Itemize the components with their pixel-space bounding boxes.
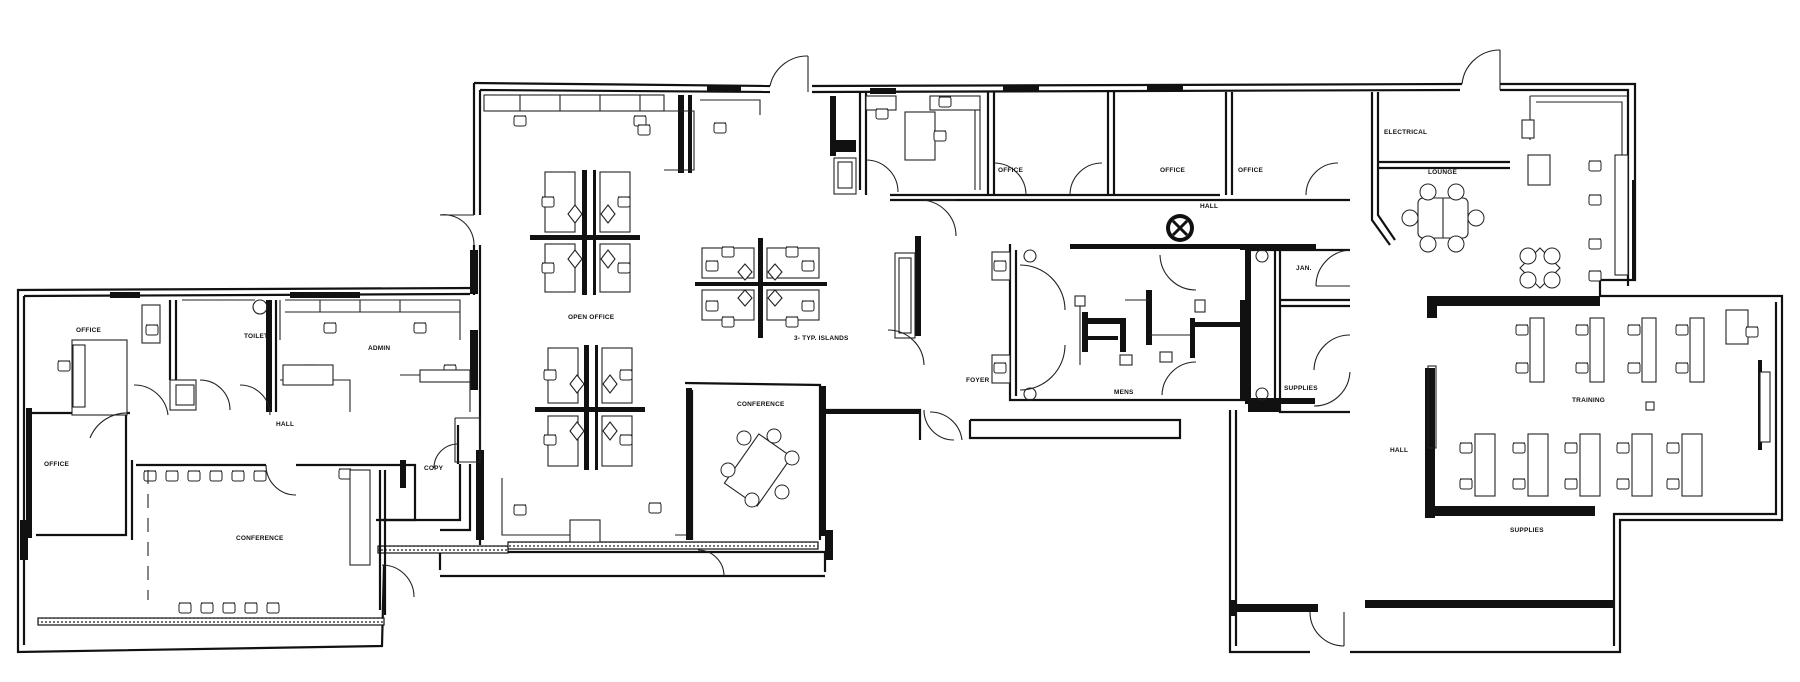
label-training: TRAINING <box>1572 397 1605 404</box>
hatched-walls <box>37 541 819 626</box>
label-open-office: OPEN OFFICE <box>568 314 615 321</box>
label-toilet: TOILET <box>244 333 268 340</box>
label-lounge: LOUNGE <box>1428 169 1457 176</box>
conference-table <box>720 428 800 508</box>
label-office-2: OFFICE <box>1160 167 1185 174</box>
label-electrical: ELECTRICAL <box>1384 129 1427 136</box>
label-jan: JAN. <box>1296 265 1312 272</box>
label-office-3: OFFICE <box>1238 167 1263 174</box>
column-x-symbol <box>1166 214 1194 242</box>
label-hall-top: HALL <box>1200 203 1218 210</box>
label-supplies-bottom: SUPPLIES <box>1510 527 1544 534</box>
open-office <box>439 55 955 577</box>
label-mens: MENS <box>1114 389 1134 396</box>
training-room <box>1427 309 1771 497</box>
training-desks-bottom <box>1459 433 1703 497</box>
label-conference-main: CONFERENCE <box>737 401 785 408</box>
label-office-left: OFFICE <box>76 327 101 334</box>
left-wing <box>26 299 481 615</box>
label-hall-left: HALL <box>276 421 294 428</box>
lounge <box>1401 183 1561 289</box>
label-typ-islands: 3- TYP. ISLANDS <box>794 335 849 342</box>
label-hall-right: HALL <box>1390 447 1408 454</box>
label-conference-left: CONFERENCE <box>236 535 284 542</box>
label-copy: COPY <box>424 465 444 472</box>
room-labels: OPEN OFFICE 3- TYP. ISLANDS CONFERENCE O… <box>44 129 1605 542</box>
workstation-island-1 <box>530 170 640 295</box>
label-admin: ADMIN <box>368 345 390 352</box>
label-supplies: SUPPLIES <box>1284 385 1318 392</box>
restroom-block <box>929 214 1351 647</box>
label-foyer: FOYER <box>966 377 989 384</box>
solid-wall-segments <box>20 85 1615 616</box>
label-office-1: OFFICE <box>998 167 1023 174</box>
workstation-island-3 <box>695 238 827 338</box>
workstation-island-2 <box>535 345 645 470</box>
training-desks-top <box>1515 317 1705 383</box>
top-offices <box>830 49 1636 282</box>
label-office-west: OFFICE <box>44 461 69 468</box>
